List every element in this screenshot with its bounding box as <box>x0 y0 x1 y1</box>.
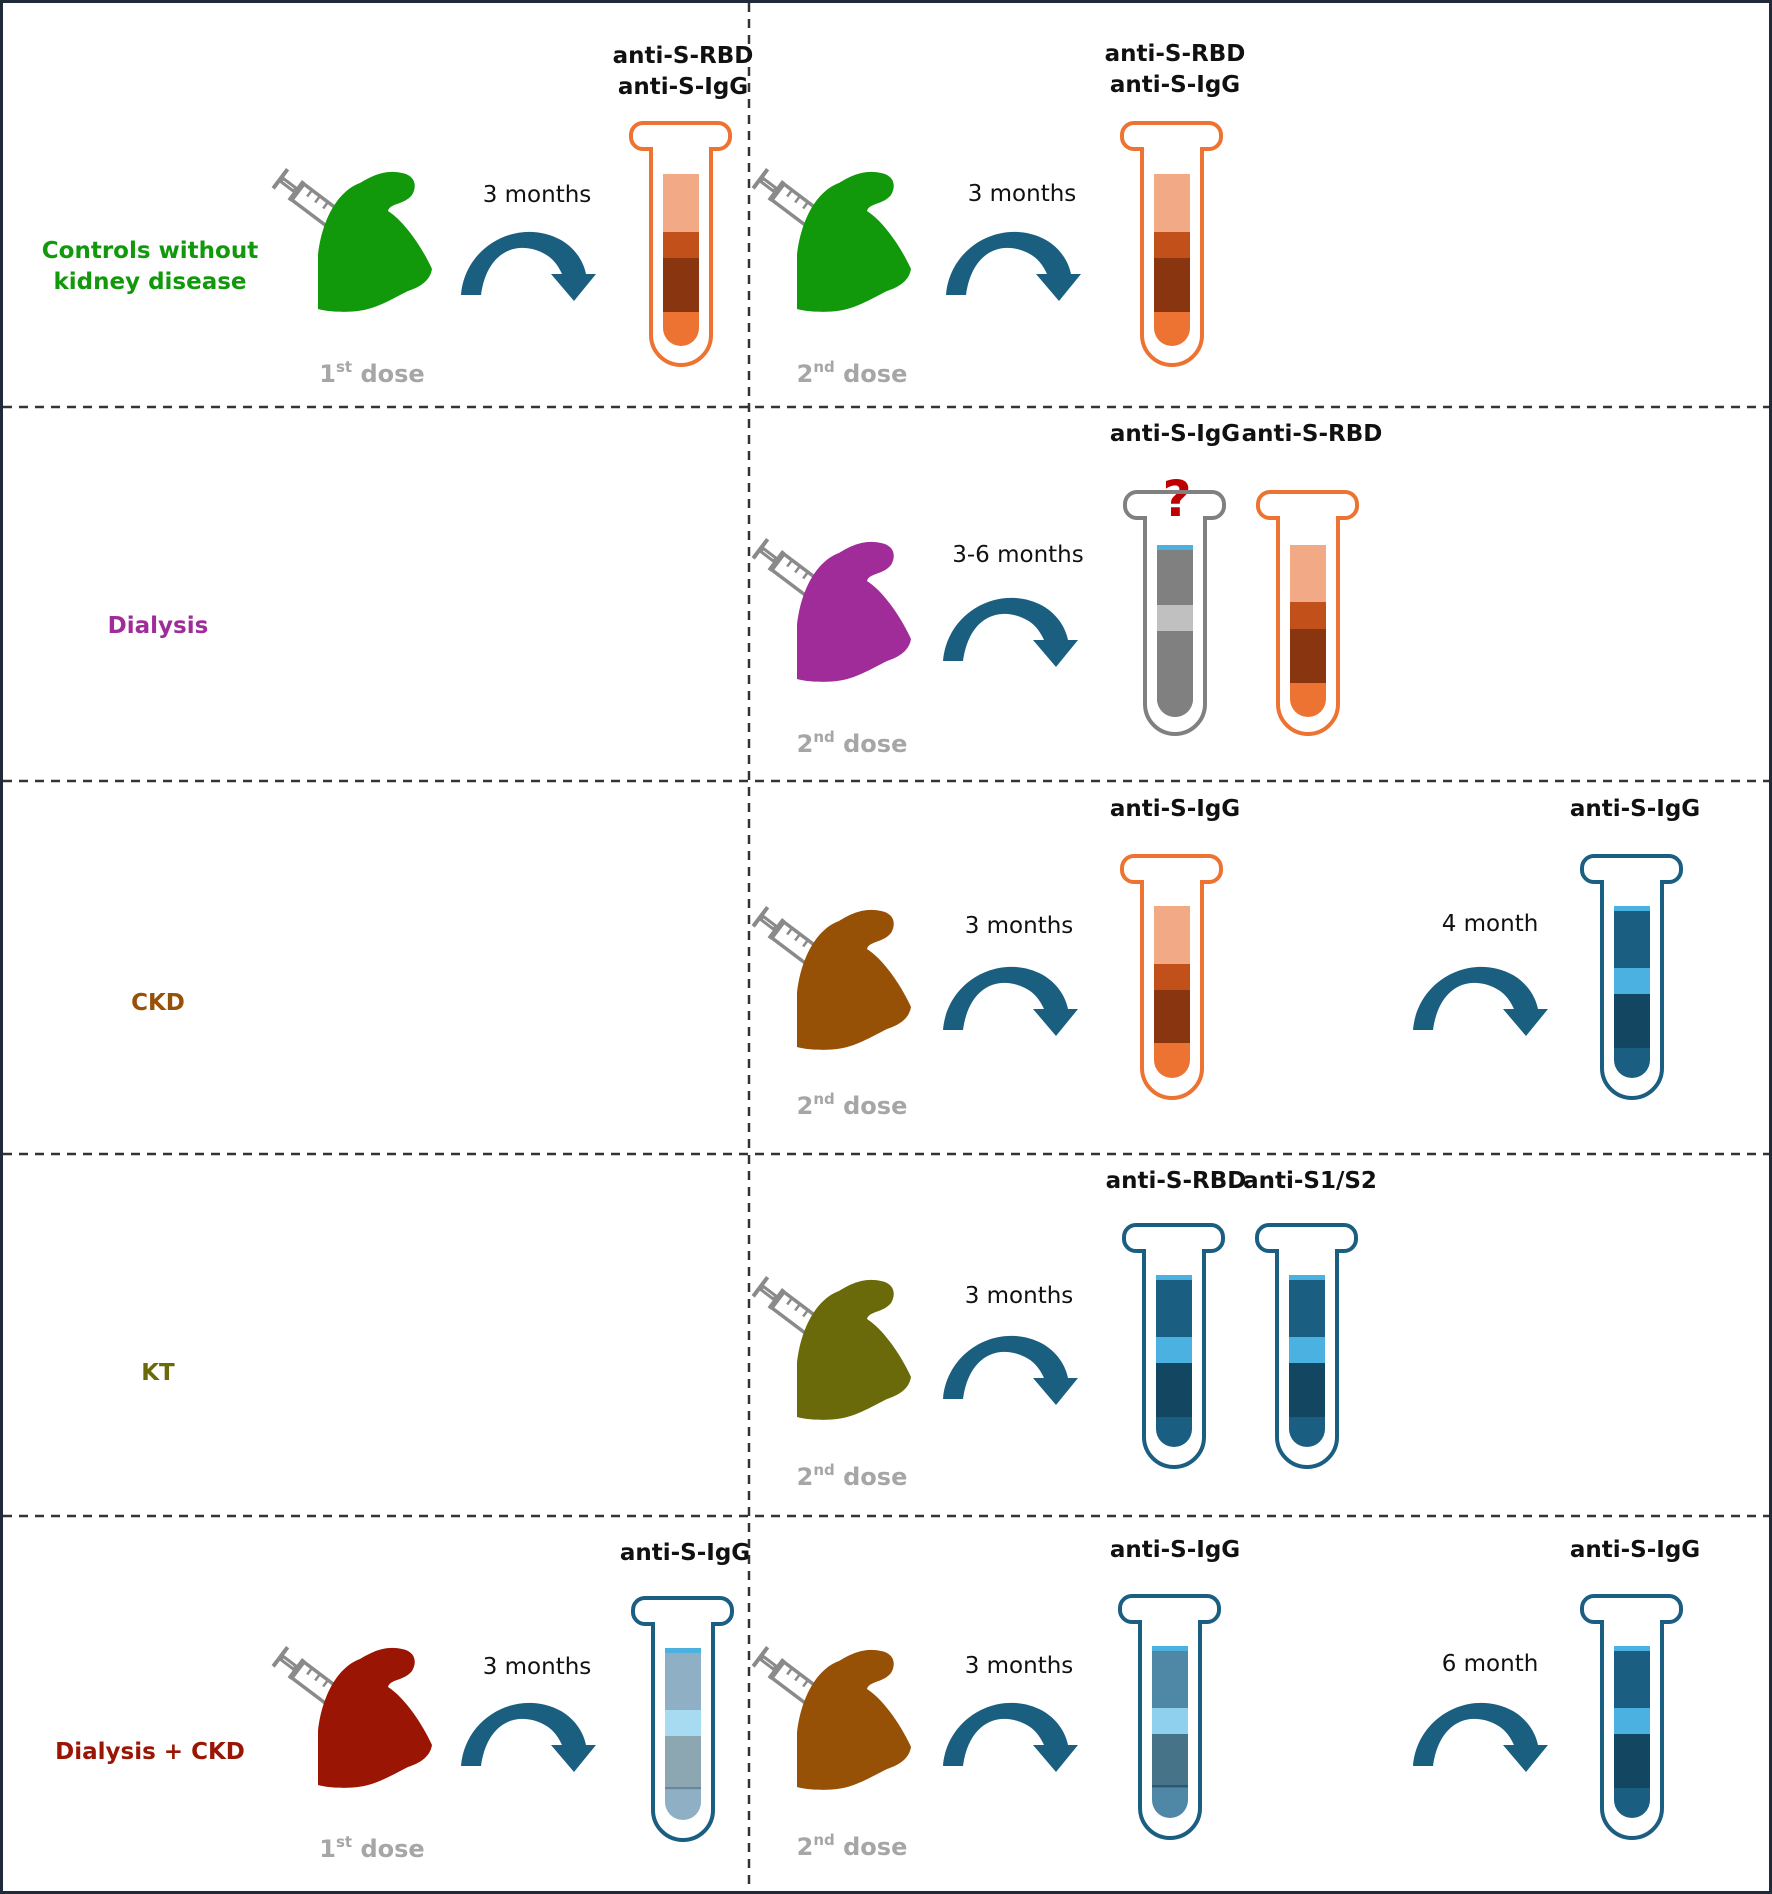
interval-label: 3 months <box>965 913 1074 939</box>
test-tube-icon <box>1122 1223 1225 1469</box>
antibody-label: anti-S-IgG <box>1110 1537 1240 1563</box>
flexed-arm-icon <box>797 171 911 312</box>
test-tube-icon <box>1580 854 1683 1100</box>
flexed-arm-icon <box>797 909 911 1050</box>
curved-arrow-icon <box>943 1335 1078 1405</box>
test-tube-icon <box>1580 1594 1683 1840</box>
group-label-ckd: CKD <box>131 990 185 1016</box>
group-label-controls: Controls without <box>42 238 258 264</box>
test-tube-icon <box>1120 854 1223 1100</box>
group-label-dialysis-ckd: Dialysis + CKD <box>55 1739 245 1765</box>
group-label-kt: KT <box>141 1360 175 1386</box>
antibody-label: anti-S-IgG <box>1570 796 1700 822</box>
antibody-label: anti-S-RBD <box>1105 41 1246 67</box>
interval-label: 3 months <box>965 1653 1074 1679</box>
flexed-arm-icon <box>318 171 432 312</box>
antibody-label: anti-S-RBD <box>1106 1168 1247 1194</box>
interval-label: 3-6 months <box>952 542 1084 568</box>
test-tube-icon <box>631 1596 734 1842</box>
group-label-controls-line2: kidney disease <box>53 269 246 295</box>
antibody-label: anti-S-IgG <box>1110 421 1240 447</box>
interval-label: 4 month <box>1442 911 1539 937</box>
interval-label: 3 months <box>968 181 1077 207</box>
dose-label-2nd: 2nd dose <box>797 728 908 758</box>
curved-arrow-icon <box>461 231 596 301</box>
interval-label: 3 months <box>965 1283 1074 1309</box>
curved-arrow-icon <box>943 966 1078 1036</box>
dose-label-1st: 1st dose <box>319 1833 424 1863</box>
curved-arrow-icon <box>461 1702 596 1772</box>
dose-label-2nd: 2nd dose <box>797 1090 908 1120</box>
test-tube-icon <box>629 121 732 367</box>
antibody-label: anti-S-IgG <box>1110 796 1240 822</box>
curved-arrow-icon <box>943 1702 1078 1772</box>
antibody-label: anti-S-IgG <box>1570 1537 1700 1563</box>
curved-arrow-icon <box>1413 966 1548 1036</box>
interval-label: 3 months <box>483 182 592 208</box>
test-tube-icon <box>1255 1223 1358 1469</box>
test-tube-icon <box>1256 490 1359 736</box>
row-dividers <box>3 405 1769 1518</box>
antibody-label: anti-S1/S2 <box>1243 1168 1377 1194</box>
test-tube-icon <box>1118 1594 1221 1840</box>
test-tube-icon <box>1123 490 1226 736</box>
dose-label-2nd: 2nd dose <box>797 1461 908 1491</box>
dose-label-2nd: 2nd dose <box>797 1831 908 1861</box>
flexed-arm-icon <box>318 1647 432 1788</box>
curved-arrow-icon <box>943 597 1078 667</box>
flexed-arm-icon <box>797 1649 911 1790</box>
dose-label-2nd: 2nd dose <box>797 358 908 388</box>
antibody-label: anti-S-RBD <box>613 43 754 69</box>
antibody-label: anti-S-IgG <box>1110 72 1240 98</box>
flexed-arm-icon <box>797 541 911 682</box>
antibody-label: anti-S-IgG <box>618 74 748 100</box>
test-tube-icon <box>1120 121 1223 367</box>
antibody-label: anti-S-IgG <box>620 1540 750 1566</box>
interval-label: 3 months <box>483 1654 592 1680</box>
curved-arrow-icon <box>946 231 1081 301</box>
flexed-arm-icon <box>797 1279 911 1420</box>
antibody-label: anti-S-RBD <box>1242 421 1383 447</box>
question-mark-icon: ? <box>1162 470 1191 528</box>
group-label-dialysis: Dialysis <box>108 613 209 639</box>
dose-label-1st: 1st dose <box>319 358 424 388</box>
curved-arrow-icon <box>1413 1702 1548 1772</box>
interval-label: 6 month <box>1442 1651 1539 1677</box>
